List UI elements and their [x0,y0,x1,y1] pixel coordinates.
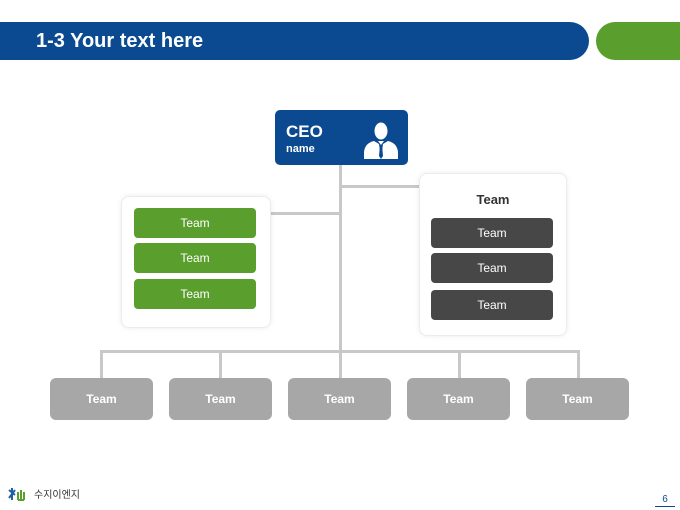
title-bar: 1-3 Your text here [0,22,589,60]
bottom-team-box: Team [526,378,629,420]
company-logo: 수지이엔지 [8,486,80,501]
ceo-name: name [286,143,315,155]
drop-connector-4 [458,350,461,378]
right-team-panel: Team Team Team Team [419,173,567,336]
right-branch-connector [339,185,419,188]
drop-connector-1 [100,350,103,378]
team-box: Team [431,290,553,320]
team-box: Team [431,253,553,283]
left-branch-connector [269,212,342,215]
logo-text: 수지이엔지 [34,490,80,501]
team-box: Team [134,279,256,309]
team-box: Team [134,243,256,273]
bottom-team-box: Team [50,378,153,420]
drop-connector-2 [219,350,222,378]
accent-bar [596,22,680,60]
drop-connector-5 [577,350,580,378]
bottom-team-box: Team [169,378,272,420]
page-title: 1-3 Your text here [36,30,204,52]
trunk-connector [339,165,342,353]
left-team-panel: Team Team Team [121,196,271,328]
person-suit-icon [364,122,398,159]
ceo-title: CEO [286,122,323,141]
drop-connector-3 [339,350,342,378]
team-box: Team [134,208,256,238]
right-panel-title: Team [476,192,510,207]
bottom-team-box: Team [288,378,391,420]
ceo-box: CEO name [275,110,408,165]
logo-mark-icon [8,487,25,501]
team-box: Team [431,218,553,248]
page-number: 6 [655,493,675,507]
bottom-team-box: Team [407,378,510,420]
